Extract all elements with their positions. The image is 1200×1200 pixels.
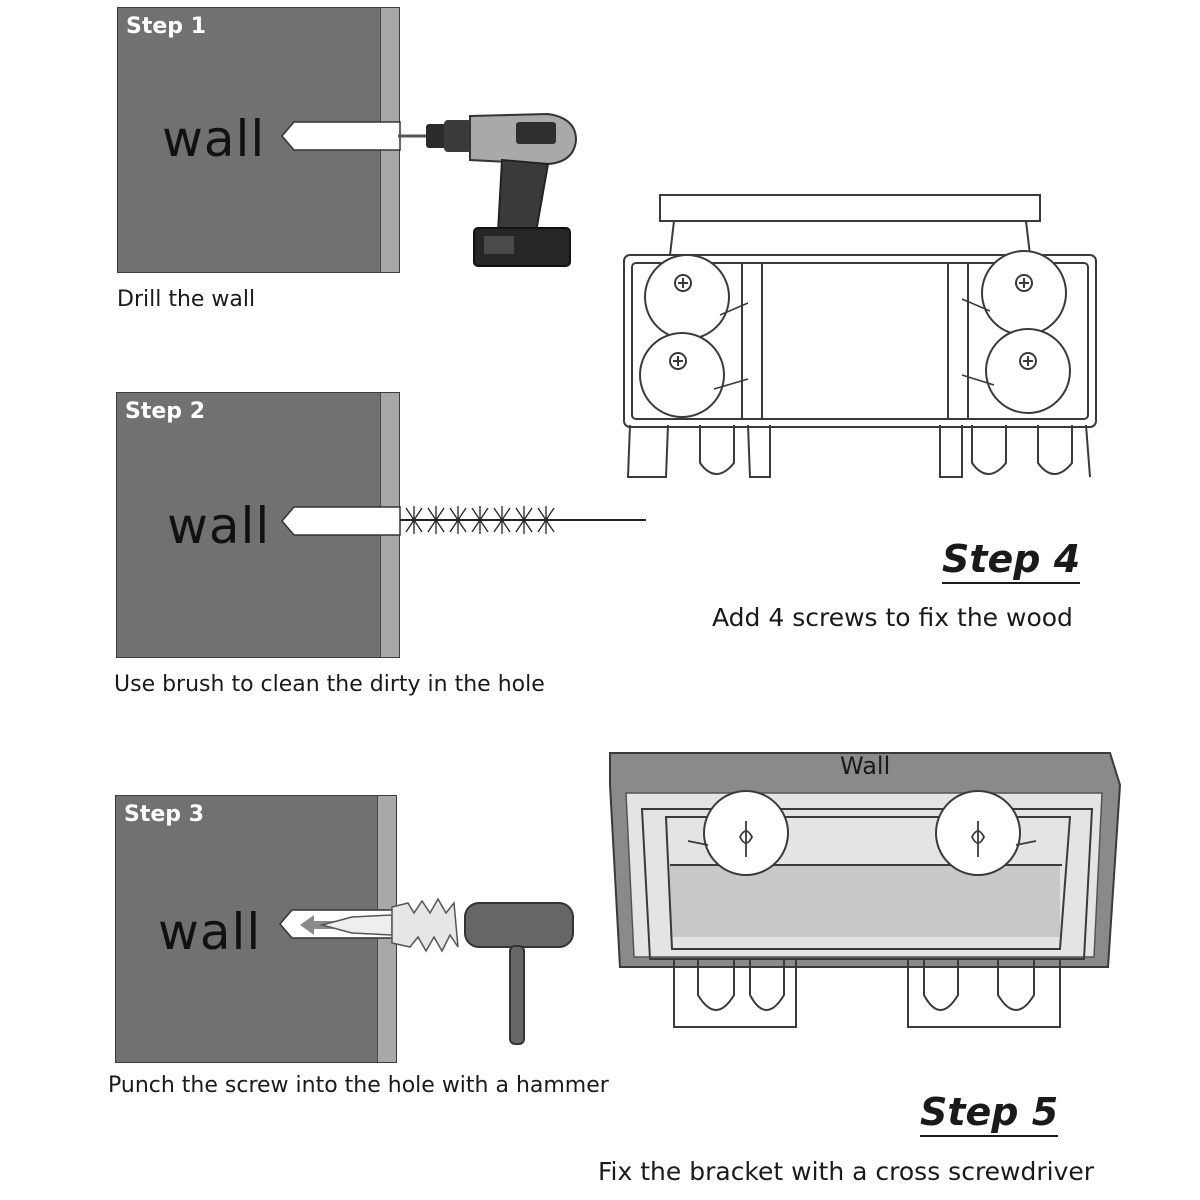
brush-icon: [400, 506, 646, 534]
step3-label: Step 3: [124, 802, 204, 827]
step5-wall-diagram: [609, 752, 1122, 1028]
step1-wall-text: wall: [162, 110, 266, 168]
drill-icon: [398, 112, 578, 267]
step2-label: Step 2: [125, 399, 205, 424]
step5-caption: Fix the bracket with a cross screwdriver: [598, 1157, 1095, 1186]
step5-wall-label: Wall: [840, 752, 891, 780]
step3-wall-text: wall: [158, 903, 262, 961]
step1-hole: [281, 121, 401, 151]
step2-wall-text: wall: [167, 497, 271, 555]
step2-caption: Use brush to clean the dirty in the hole: [114, 672, 545, 697]
step4-shelf-diagram: [623, 194, 1097, 478]
step3-wall-panel: Step 3 wall: [115, 795, 397, 1063]
step1-label: Step 1: [126, 14, 206, 39]
step4-title: Step 4: [942, 539, 1081, 584]
wall-anchor-icon: [319, 897, 459, 953]
step4-caption: Add 4 screws to fix the wood: [712, 603, 1073, 632]
step5-title: Step 5: [920, 1092, 1059, 1137]
insert-arrow-icon: [300, 915, 336, 935]
step2-hole: [281, 506, 401, 536]
step1-caption: Drill the wall: [117, 287, 256, 312]
hammer-icon: [464, 902, 574, 1045]
screw-icon: [669, 274, 1037, 370]
step3-caption: Punch the screw into the hole with a ham…: [108, 1073, 609, 1098]
